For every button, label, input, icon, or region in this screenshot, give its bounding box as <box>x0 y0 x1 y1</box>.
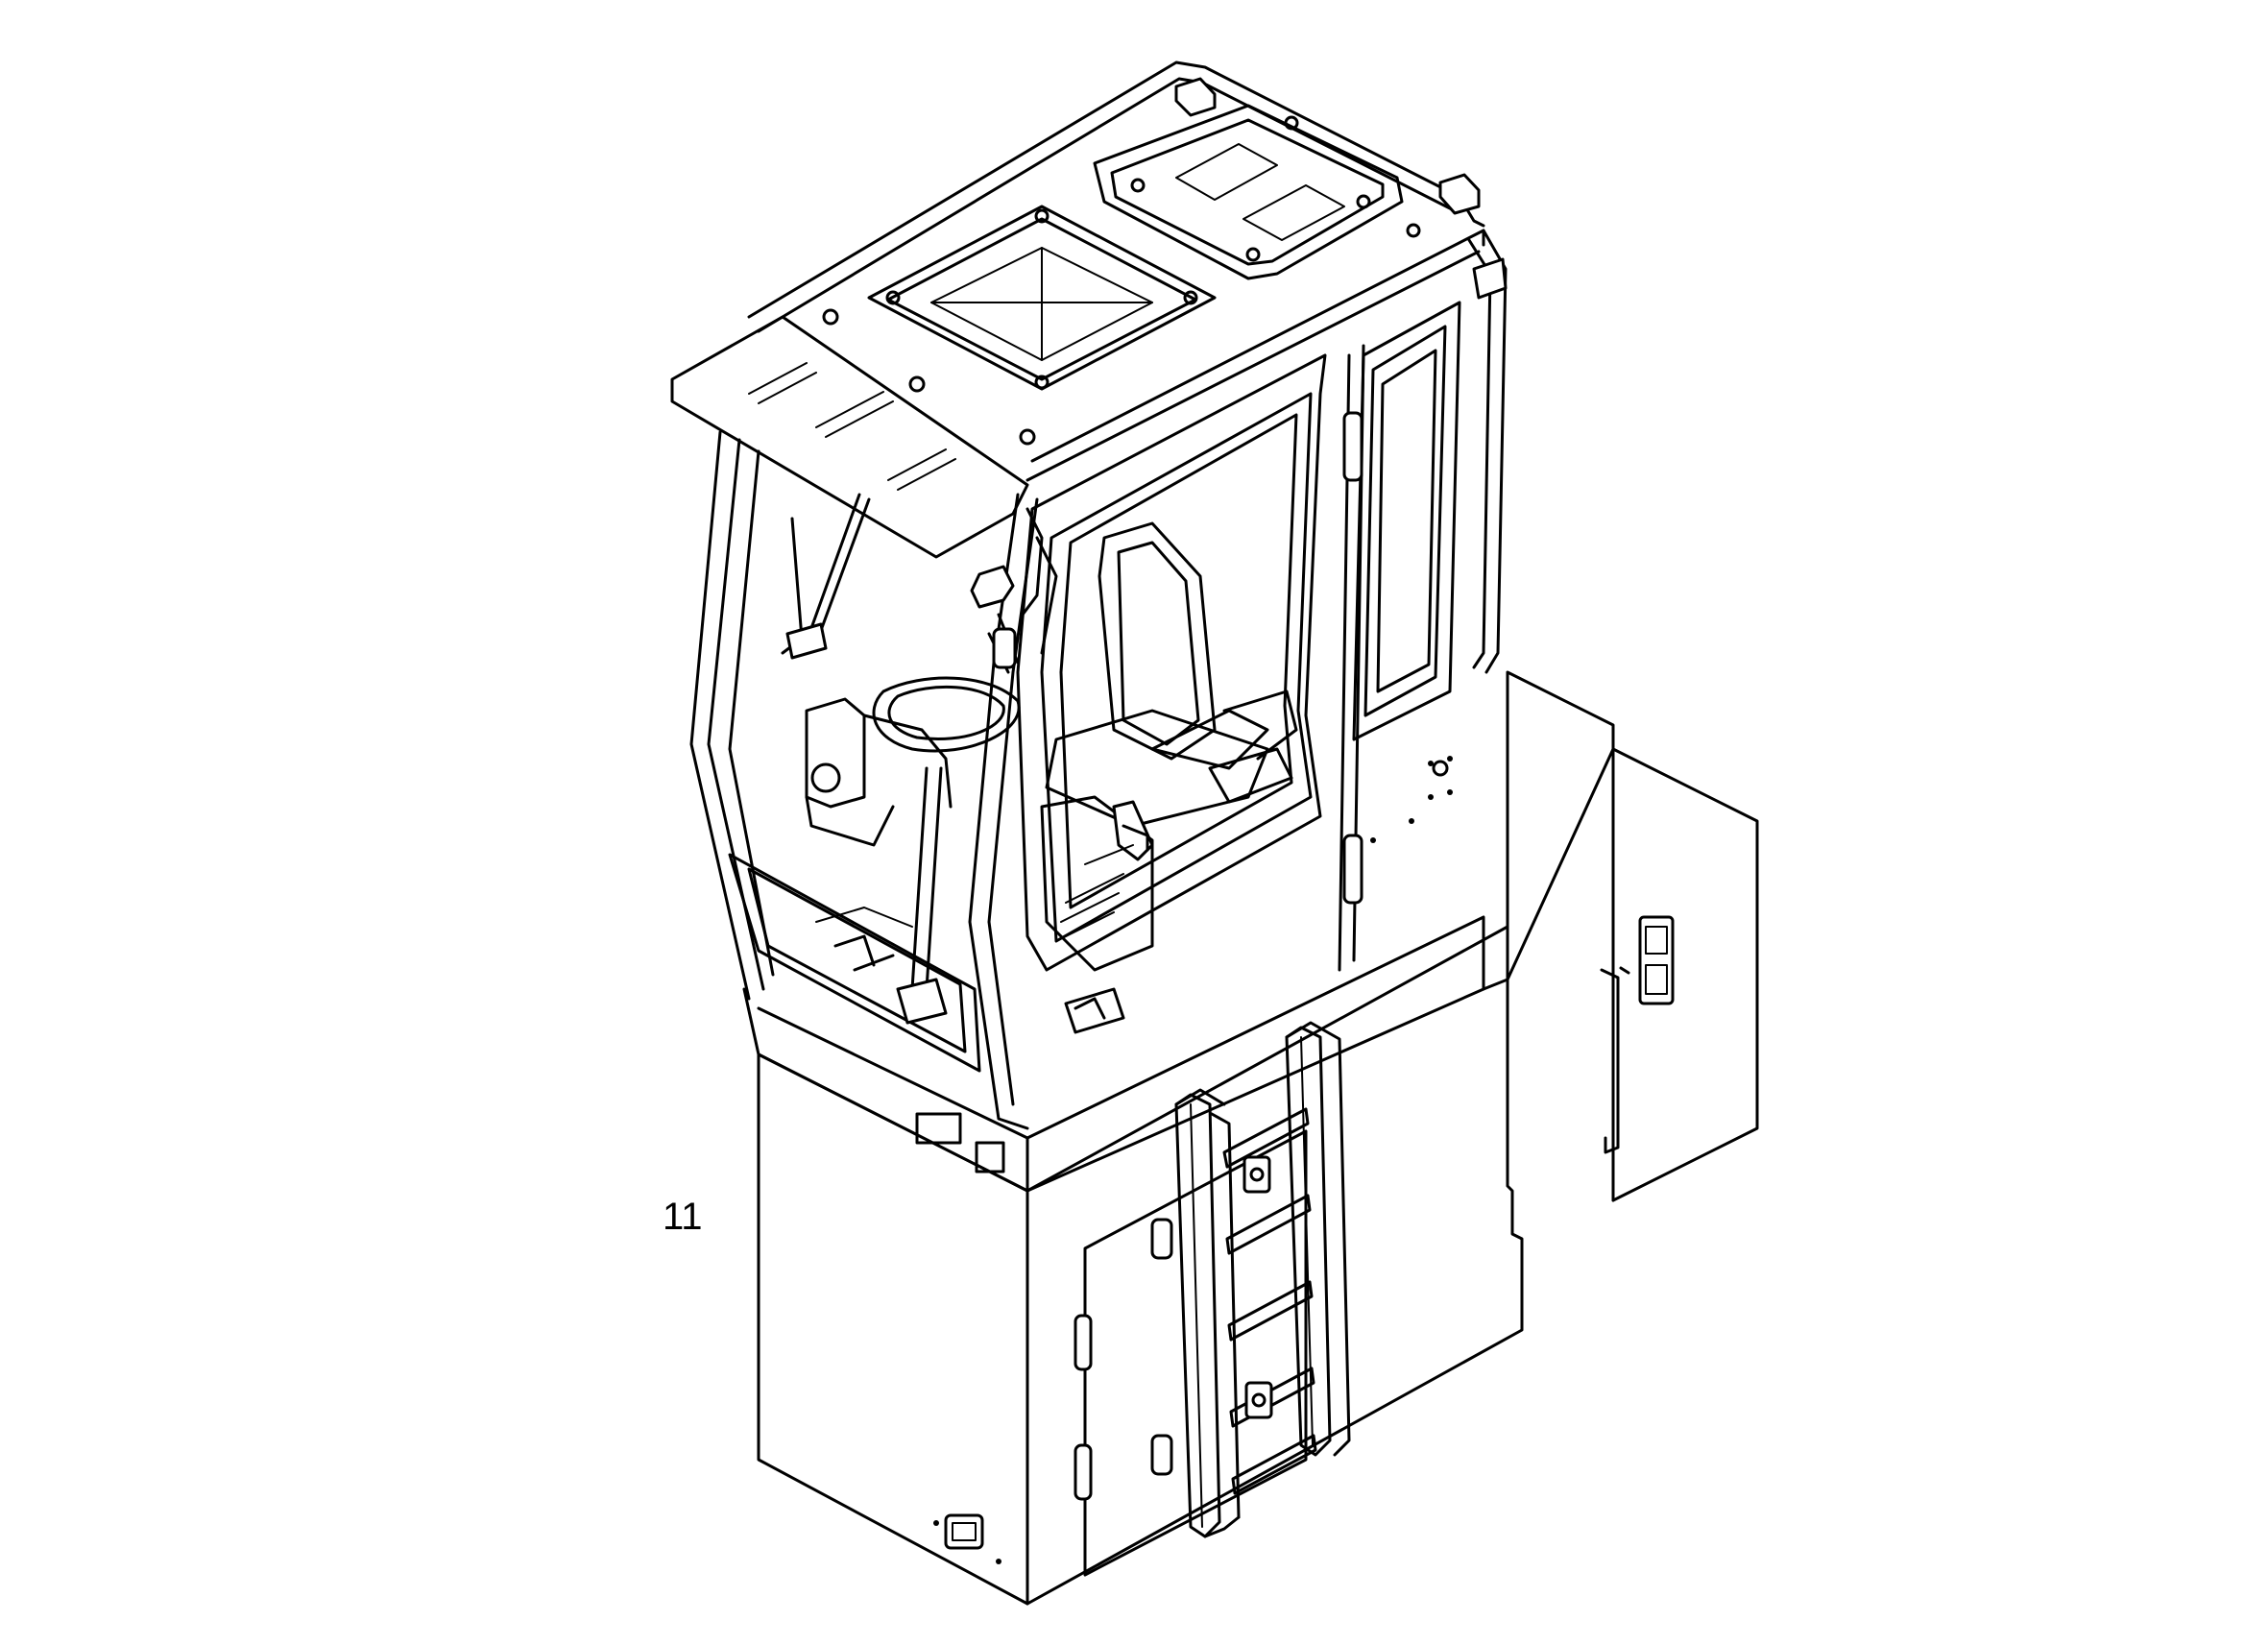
base-block <box>757 670 1759 1606</box>
cab-interior <box>781 493 1298 1034</box>
callout-number: 11 <box>663 1196 703 1238</box>
operator-cab <box>670 60 1508 1193</box>
access-ladder <box>1174 1021 1351 1538</box>
